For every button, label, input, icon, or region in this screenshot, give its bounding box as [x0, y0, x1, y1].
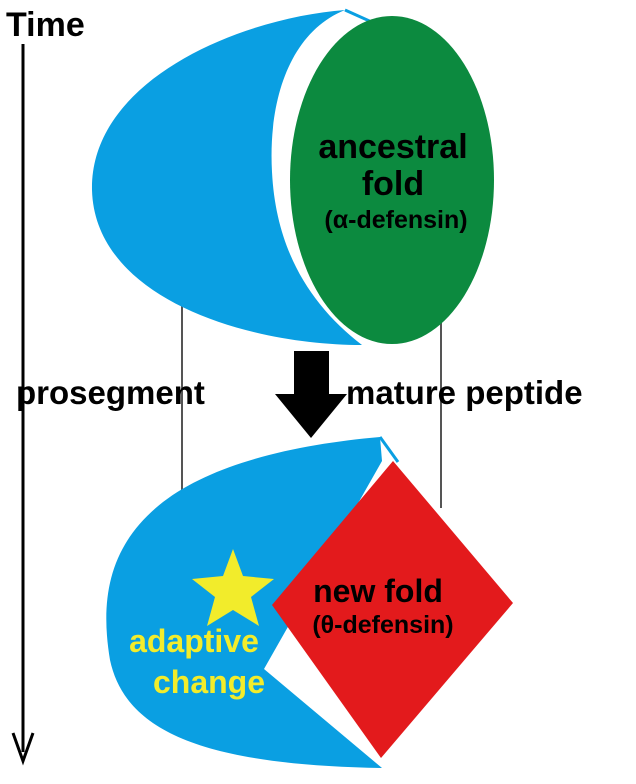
adaptive-change-star — [192, 549, 274, 626]
ancestral-fold-label-line3: (α-defensin) — [324, 206, 467, 234]
new-fold-shape — [272, 461, 513, 758]
transition-arrow — [275, 351, 347, 438]
prosegment-label: prosegment — [16, 374, 205, 411]
mature-peptide-label: mature peptide — [346, 374, 583, 411]
prosegment-shape-top — [91, 10, 362, 345]
time-axis-arrowhead — [11, 732, 35, 766]
adaptive-change-label-line2: change — [153, 664, 265, 700]
new-fold-label-line2: (θ-defensin) — [312, 611, 453, 639]
adaptive-change-label-line1: adaptive — [129, 623, 259, 659]
new-fold-label-line1: new fold — [313, 573, 443, 609]
time-axis-label: Time — [6, 6, 85, 44]
prosegment-tip-bottom — [378, 436, 400, 463]
ancestral-fold-label-line2: fold — [362, 165, 424, 203]
ancestral-fold-shape — [290, 16, 494, 344]
ancestral-fold-label-line1: ancestral — [318, 128, 467, 166]
